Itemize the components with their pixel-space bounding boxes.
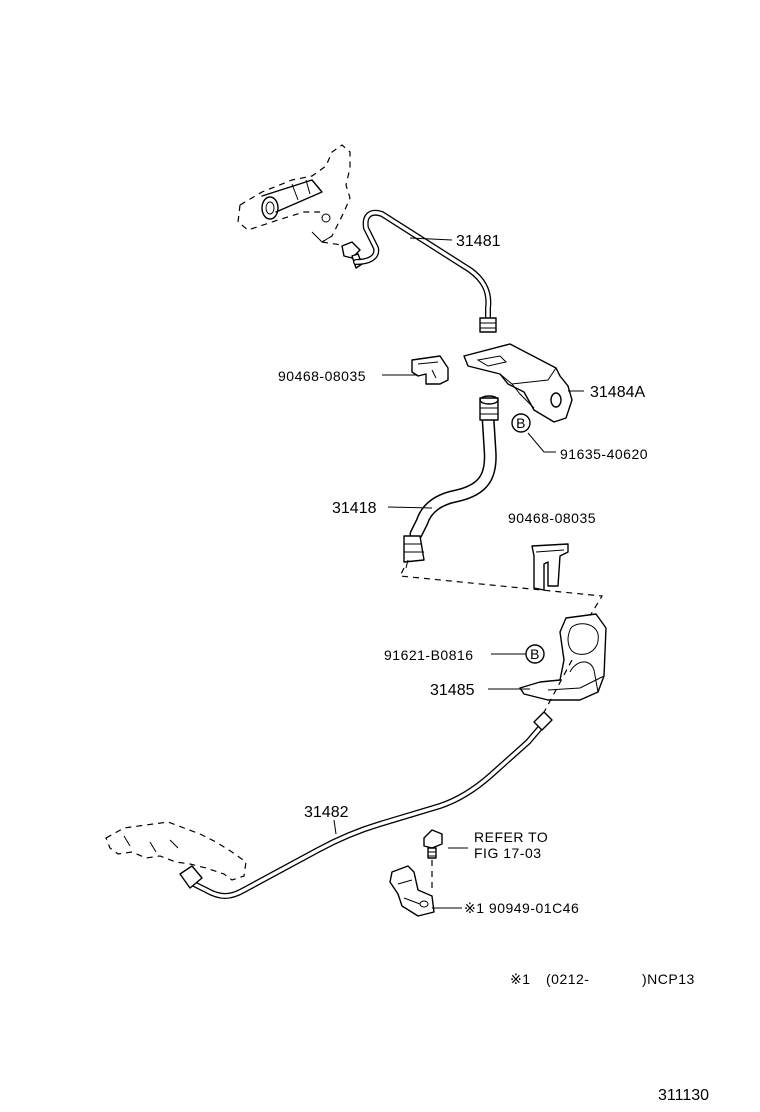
label-31482: 31482	[304, 804, 349, 821]
label-31418: 31418	[332, 500, 377, 517]
footnote-model: )NCP13	[642, 971, 695, 987]
label-31484a: 31484A	[590, 384, 645, 401]
b-marker-upper: B	[511, 413, 531, 433]
label-31485: 31485	[430, 682, 475, 699]
clip-90468-lower	[531, 543, 569, 591]
footnote: ※1 (0212- )NCP13	[510, 971, 695, 987]
label-91635-40620: 91635-40620	[560, 446, 648, 462]
assembly-centerline-1	[399, 567, 604, 617]
label-90468-08035-lower: 90468-08035	[508, 510, 596, 526]
clutch-master-cylinder	[237, 144, 351, 247]
clip-90949	[389, 865, 435, 917]
footnote-date: (0212-	[546, 971, 589, 987]
label-90949-01c46: ※1 90949-01C46	[464, 900, 579, 916]
svg-text:B: B	[530, 646, 540, 662]
flexible-hose-31418	[403, 395, 499, 569]
svg-text:B: B	[516, 415, 526, 431]
label-91621-b0816: 91621-B0816	[384, 647, 474, 663]
label-31481: 31481	[456, 233, 501, 250]
b-marker-lower: B	[525, 644, 545, 664]
label-refer-to: REFER TO	[474, 829, 548, 845]
bracket-31485	[519, 613, 607, 701]
clip-90468-upper	[411, 355, 449, 385]
clutch-pipe-31482	[179, 711, 553, 899]
leader-lines	[333, 237, 584, 909]
figure-number: 311130	[658, 1087, 709, 1104]
bolt-refer-fig	[423, 829, 443, 859]
clutch-pipe-31481	[353, 209, 497, 333]
clutch-release-cylinder	[105, 821, 247, 881]
label-fig-17-03: FIG 17-03	[474, 845, 542, 861]
bracket-31484a	[463, 343, 573, 423]
label-90468-08035-upper: 90468-08035	[278, 368, 366, 384]
footnote-mark: ※1	[510, 971, 531, 987]
